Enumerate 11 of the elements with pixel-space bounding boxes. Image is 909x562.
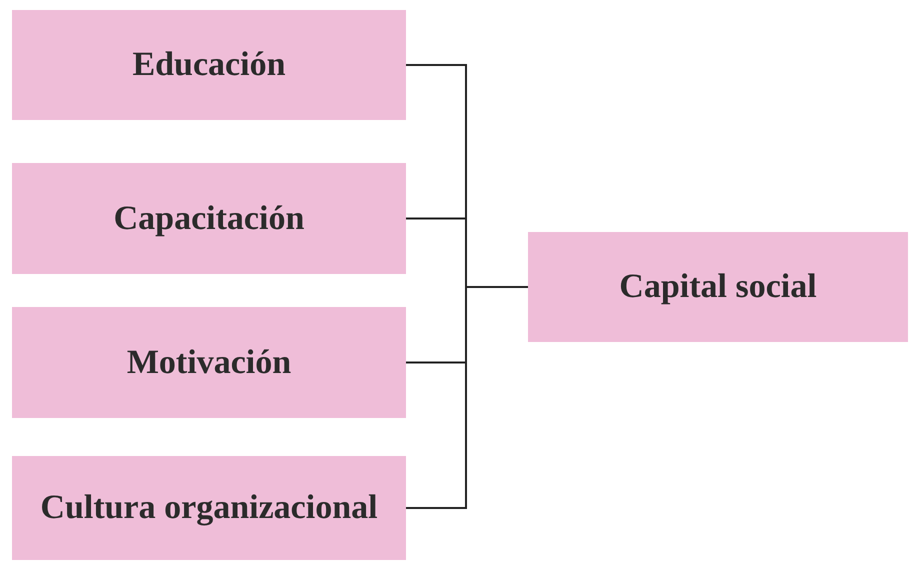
box-label: Capital social <box>619 270 817 304</box>
concept-box <box>12 456 406 560</box>
connector-line <box>406 286 528 509</box>
concept-box <box>528 232 908 342</box>
box-label: Capacitación <box>114 202 304 236</box>
concept-box <box>12 307 406 418</box>
concept-box <box>12 10 406 120</box>
box-label: Cultura organizacional <box>40 491 378 525</box>
box-label: Motivación <box>126 346 292 380</box>
box-label: Educación <box>132 48 286 82</box>
concept-box <box>12 163 406 274</box>
